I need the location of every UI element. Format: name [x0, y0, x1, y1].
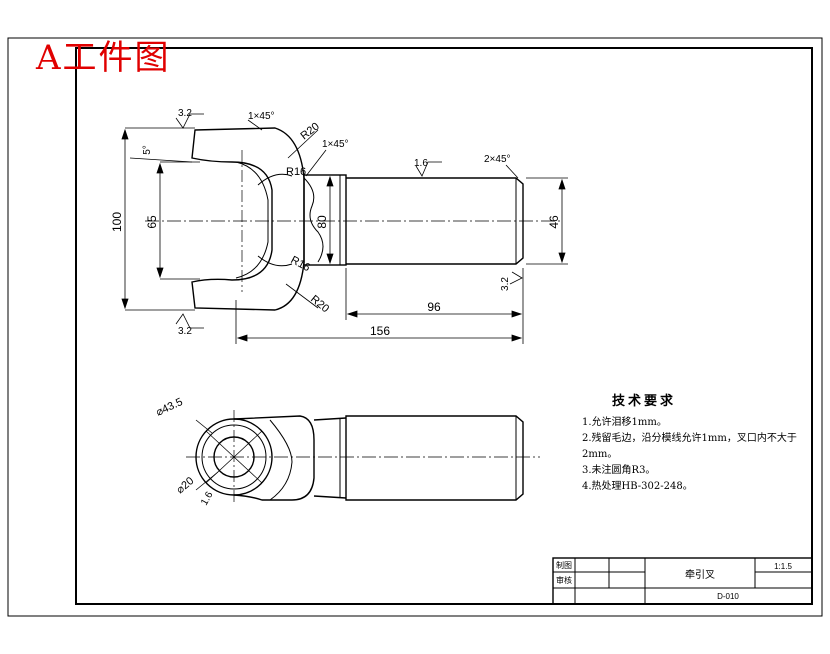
top-neck-top: [313, 417, 347, 421]
top-shaft-outline: [345, 415, 524, 501]
leader-dia-435: [195, 419, 213, 434]
tech-req-item: 2.残留毛边，沿分模线允许1mm，叉口内不大于2mm。: [582, 433, 797, 460]
dim-96-text: 96: [427, 300, 441, 314]
r20-top-text: R20: [298, 120, 321, 142]
dia-20-text: ⌀20: [174, 475, 196, 496]
angle-5-text: 5°: [142, 145, 153, 155]
leader-chamfer-3: [505, 164, 519, 179]
r20-bot-text: R20: [308, 293, 331, 315]
technical-requirements: 技术要求 1.允许泪移1mm。 2.残留毛边，沿分模线允许1mm，叉口内不大于2…: [582, 390, 807, 495]
top-neck-bot: [313, 495, 347, 499]
rough-end-text: 3.2: [500, 277, 511, 291]
title-block-row2-label: 审核: [556, 575, 572, 585]
dim-65-text: 65: [145, 215, 159, 229]
top-view: [186, 410, 540, 505]
rough-top-text: 3.2: [178, 108, 192, 119]
top-view-body: [233, 415, 315, 501]
title-block-part-name: 牵引叉: [685, 569, 715, 581]
rough-bot-text: 3.2: [178, 326, 192, 337]
drawing-frame: [75, 47, 813, 605]
title-block-scale: 1:1.5: [774, 562, 792, 571]
tech-req-item: 1.允许泪移1mm。: [582, 417, 667, 428]
roughness-bot-symbol: [175, 313, 204, 329]
top-view-taper: [269, 419, 293, 501]
dim-96: [345, 268, 524, 320]
stamp-title: A工件图: [36, 38, 171, 78]
chamfer-1-text: 1×45°: [248, 111, 275, 122]
chamfer-3-text: 2×45°: [484, 154, 511, 165]
leader-r20-top: [287, 129, 319, 159]
dim-100-text: 100: [110, 212, 124, 232]
dim-65: [156, 161, 200, 280]
dia-435-text: ⌀43.5: [154, 396, 184, 419]
rough-bore-text: 1.6: [199, 490, 216, 508]
tech-req-item: 4.热处理HB-302-248。: [582, 481, 693, 492]
dim-156: [235, 300, 524, 344]
r16-top-text: R16: [286, 166, 306, 178]
fillet-r16-top: [257, 173, 293, 186]
yoke-fork-outline: [191, 127, 305, 311]
leader-r20-bot: [285, 283, 319, 309]
tech-req-item: 3.未注圆角R3。: [582, 465, 656, 476]
hub-block: [303, 174, 347, 266]
neck-wave: [303, 177, 324, 263]
yoke-inner-curve: [235, 161, 269, 279]
dim-46-text: 46: [547, 215, 561, 229]
tech-req-heading: 技术要求: [612, 394, 677, 409]
dim-156-text: 156: [370, 324, 390, 338]
roughness-end-symbol: [509, 271, 523, 285]
leader-dia-20: [195, 471, 219, 491]
dim-80-text: 80: [315, 215, 329, 229]
roughness-shaft-symbol: [415, 161, 442, 177]
r16-bot-text: R16: [289, 254, 312, 274]
rough-shaft-text: 1.6: [414, 158, 428, 169]
front-view: [121, 113, 568, 344]
roughness-top-symbol: [175, 113, 204, 129]
title-block-drawing-no: D-010: [717, 592, 739, 601]
chamfer-2-text: 1×45°: [322, 139, 349, 150]
outer-border: [7, 37, 823, 617]
leader-chamfer-1: [247, 119, 263, 131]
dim-80: [326, 175, 334, 265]
angle-line: [129, 157, 193, 163]
leader-chamfer-2: [305, 149, 327, 177]
title-block: [552, 557, 813, 605]
title-block-row1-label: 制图: [556, 560, 572, 570]
dim-46: [526, 177, 568, 265]
fillet-r16-bot: [257, 255, 293, 267]
